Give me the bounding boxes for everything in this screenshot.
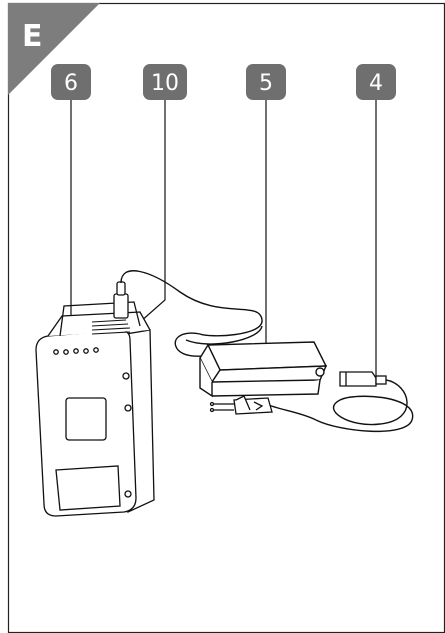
battery-window [65,397,107,441]
status-leds [53,347,99,355]
section-corner [8,3,100,95]
callout-label-6: 6 [64,71,78,96]
callout-label-5: 5 [259,71,273,96]
callout-6: 6 [51,64,91,100]
power-adapter [199,341,328,398]
vent-slots [91,319,131,335]
appliance-connector [339,371,387,387]
battery-pack [35,301,155,517]
leader-10 [139,100,166,323]
dc-cable [120,270,263,357]
callout-5: 5 [246,64,286,100]
callout-4: 4 [356,64,396,100]
callout-label-4: 4 [369,71,383,96]
callout-10: 10 [143,64,187,100]
mains-plug [209,395,273,415]
callout-label-10: 10 [151,71,179,96]
section-label: E [22,19,43,54]
